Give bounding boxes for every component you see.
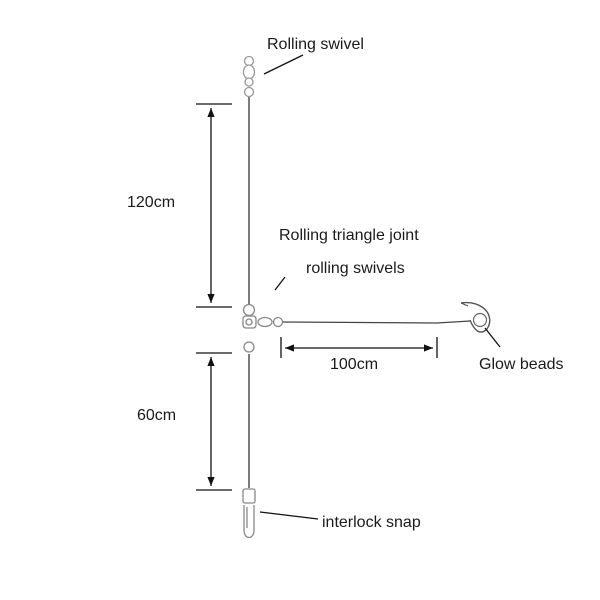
label-rolling-swivel: Rolling swivel [267, 36, 364, 53]
label-rolling-swivels: rolling swivels [306, 260, 405, 277]
hook [460, 301, 491, 333]
branch-line [282, 321, 438, 324]
dimension-lower [196, 352, 232, 491]
label-triangle-joint: Rolling triangle joint [279, 227, 419, 244]
branch-snood [436, 320, 471, 324]
glow-bead [472, 312, 488, 328]
leader-interlock-snap [259, 511, 319, 520]
label-interlock-snap: interlock snap [322, 514, 421, 531]
leader-rolling-swivels [274, 276, 286, 291]
top-rolling-swivel [242, 55, 256, 98]
label-dimension-lower: 60cm [137, 407, 176, 424]
triangle-joint [242, 303, 284, 353]
hook-barb [460, 302, 469, 307]
label-dimension-upper: 120cm [127, 194, 175, 211]
interlock-snap [242, 488, 256, 539]
label-glow-beads: Glow beads [479, 356, 564, 373]
dimension-branch [280, 337, 438, 358]
leader-rolling-swivel [263, 54, 304, 75]
leader-glow-beads [484, 327, 501, 348]
label-dimension-branch: 100cm [330, 356, 378, 373]
dimension-upper [196, 103, 232, 308]
